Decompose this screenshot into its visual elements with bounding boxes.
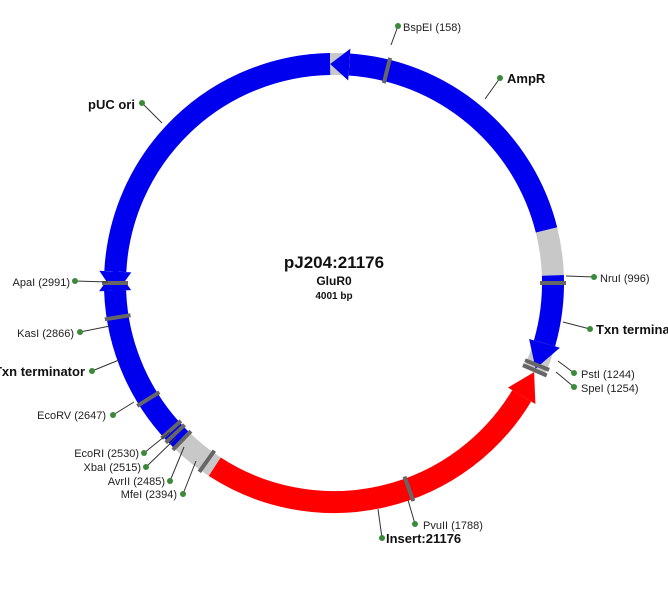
site-label-spei[interactable]: SpeI (1254) <box>581 383 638 395</box>
restriction-site-tick <box>104 313 131 322</box>
feature-arrowheads <box>99 48 560 404</box>
site-label-apai[interactable]: ApaI (2991) <box>13 277 70 289</box>
label-dot <box>412 521 418 527</box>
label-leader-lines <box>72 23 597 541</box>
site-label-mfei[interactable]: MfeI (2394) <box>121 489 177 501</box>
restriction-site-tick <box>160 419 183 440</box>
restriction-site-tick <box>381 57 393 84</box>
label-dot <box>72 278 78 284</box>
leader-line <box>74 280 109 283</box>
label-dot <box>143 464 149 470</box>
leader-line <box>565 275 595 278</box>
ampr-arrowhead <box>330 48 351 81</box>
insert-name: GluR0 <box>316 274 352 288</box>
leader-line <box>557 360 575 374</box>
site-label-ecorv[interactable]: EcoRV (2647) <box>37 410 106 422</box>
restriction-site-tick <box>522 363 548 378</box>
label-dot <box>379 535 385 541</box>
plasmid-ring <box>104 52 564 513</box>
restriction-site-tick <box>171 429 193 452</box>
leader-line <box>91 359 120 372</box>
label-dot <box>497 75 503 81</box>
site-label-avrii[interactable]: AvrII (2485) <box>108 476 165 488</box>
site-label-xbai[interactable]: XbaI (2515) <box>84 462 141 474</box>
plasmid-size: 4001 bp <box>315 291 352 302</box>
label-dot <box>395 23 401 29</box>
leader-line <box>141 102 163 124</box>
leader-line <box>143 431 171 454</box>
txn-terminator-left-arc[interactable] <box>104 290 190 449</box>
restriction-site-tick <box>402 475 416 502</box>
restriction-site-tick <box>136 390 161 408</box>
leader-line <box>484 77 501 100</box>
feature-label-txn-terminator-left[interactable]: Txn terminator <box>0 364 85 379</box>
restriction-site-tick <box>524 358 550 372</box>
site-label-kasi[interactable]: KasI (2866) <box>17 328 74 340</box>
label-dot <box>77 329 83 335</box>
feature-label-txn-terminator-right[interactable]: Txn terminator <box>596 322 668 337</box>
insert-feature-arc[interactable] <box>208 390 532 513</box>
leader-line <box>407 499 416 525</box>
label-dot <box>571 370 577 376</box>
txn-terminator-arrowhead <box>529 339 560 369</box>
label-dot <box>141 450 147 456</box>
restriction-site-tick <box>197 449 217 474</box>
restriction-site-ticks <box>102 57 566 502</box>
leader-line <box>390 25 399 46</box>
label-dot <box>167 478 173 484</box>
leader-line <box>112 401 135 416</box>
label-dot <box>110 412 116 418</box>
label-dot <box>89 368 95 374</box>
site-label-psti[interactable]: PstI (1244) <box>581 369 635 381</box>
plasmid-name: pJ204:21176 <box>284 253 384 272</box>
feature-label-puc-ori[interactable]: pUC ori <box>88 97 135 112</box>
site-label-frui[interactable]: NruI (996) <box>600 273 650 285</box>
leader-line <box>377 508 383 539</box>
label-dot <box>587 326 593 332</box>
label-dot <box>180 491 186 497</box>
feature-label-insert[interactable]: Insert:21176 <box>386 531 461 546</box>
leader-line <box>169 446 185 482</box>
site-label-bspei[interactable]: BspEI (158) <box>403 22 461 34</box>
leader-line <box>555 371 575 388</box>
backbone-gap-arc <box>535 227 564 277</box>
puc-ori-feature-arc[interactable] <box>104 53 331 273</box>
backbone-gap-arc <box>174 432 221 476</box>
insert-arrowhead <box>508 372 536 404</box>
leader-line <box>562 321 591 330</box>
restriction-site-tick <box>164 423 186 445</box>
ampr-feature-arc[interactable] <box>348 53 558 233</box>
label-dot <box>591 274 597 280</box>
txn-terminator-right-arc[interactable] <box>533 275 564 347</box>
site-label-pvuii[interactable]: PvuII (1788) <box>423 520 483 532</box>
label-dot <box>571 384 577 390</box>
leader-line <box>145 437 177 468</box>
label-dot <box>139 100 145 106</box>
leader-line <box>79 325 111 333</box>
site-label-ecori[interactable]: EcoRI (2530) <box>74 448 139 460</box>
leader-line <box>182 460 197 495</box>
feature-label-ampr[interactable]: AmpR <box>507 71 546 86</box>
